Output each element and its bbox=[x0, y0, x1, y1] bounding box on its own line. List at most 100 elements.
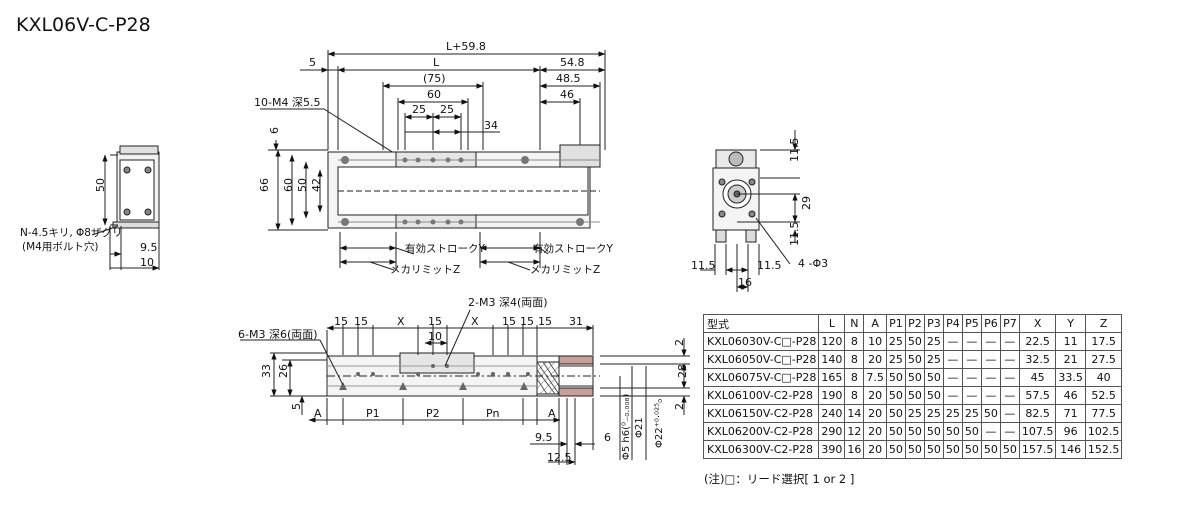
table-cell: — bbox=[942, 386, 963, 405]
dim-side-42: 42 bbox=[310, 178, 323, 192]
table-header-cell: X bbox=[1018, 314, 1057, 333]
table-cell: 140 bbox=[818, 350, 846, 369]
table-cell: 46 bbox=[1055, 386, 1086, 405]
table-cell: 25 bbox=[904, 404, 925, 423]
left-end-view bbox=[91, 145, 160, 271]
dim-bot-2b: 2 bbox=[673, 403, 686, 410]
dim-right-11-5-br: 11.5 bbox=[757, 259, 782, 272]
table-cell: KXL06030V-C□-P28 bbox=[702, 332, 820, 351]
table-cell: 107.5 bbox=[1018, 422, 1057, 441]
table-cell: 25 bbox=[923, 332, 944, 351]
table-cell: KXL06150V-C2-P28 bbox=[702, 404, 820, 423]
table-cell: 40 bbox=[1084, 368, 1123, 387]
table-cell: — bbox=[980, 386, 1001, 405]
table-cell: 8 bbox=[844, 368, 865, 387]
dim-top-60: 60 bbox=[427, 88, 441, 101]
dim-top-48-5: 48.5 bbox=[556, 72, 581, 85]
table-cell: 20 bbox=[863, 386, 887, 405]
table-cell: 20 bbox=[863, 404, 887, 423]
dim-top-5: 5 bbox=[309, 56, 316, 69]
bot-m3-callout: 6-M3 深6(両面) bbox=[238, 328, 318, 341]
dim-top-L: L bbox=[433, 56, 440, 69]
dim-bot-phi21: Φ21 bbox=[634, 417, 645, 438]
table-cell: 50 bbox=[961, 422, 982, 441]
dim-bot-31: 31 bbox=[569, 315, 583, 328]
table-cell: 50 bbox=[980, 440, 1001, 459]
table-header-cell: Y bbox=[1055, 314, 1086, 333]
dim-side-60: 60 bbox=[282, 178, 295, 192]
table-cell: 102.5 bbox=[1084, 422, 1123, 441]
dim-bot-15b: 15 bbox=[354, 315, 368, 328]
dim-bot-5: 5 bbox=[290, 403, 303, 410]
table-header-cell: P7 bbox=[999, 314, 1020, 333]
dim-bot-X2: X bbox=[471, 315, 479, 328]
page-title: KXL06V-C-P28 bbox=[16, 14, 151, 36]
table-cell: — bbox=[961, 332, 982, 351]
dim-bot-9-5: 9.5 bbox=[535, 431, 553, 444]
top-view bbox=[260, 50, 606, 271]
stroke-y-right: 有効ストロークY bbox=[533, 242, 613, 255]
table-cell: 21 bbox=[1055, 350, 1086, 369]
table-cell: — bbox=[999, 350, 1020, 369]
table-cell: 50 bbox=[904, 422, 925, 441]
dim-bot-P1: P1 bbox=[366, 407, 380, 420]
table-cell: 57.5 bbox=[1018, 386, 1057, 405]
dim-side-66: 66 bbox=[258, 178, 271, 192]
table-cell: 290 bbox=[818, 422, 846, 441]
table-cell: 8 bbox=[844, 332, 865, 351]
dim-right-16: 16 bbox=[738, 276, 752, 289]
table-cell: 25 bbox=[923, 350, 944, 369]
table-cell: 50 bbox=[923, 386, 944, 405]
dim-top-34: 34 bbox=[484, 119, 498, 132]
dim-bot-2a: 2 bbox=[673, 339, 686, 346]
dim-bot-A2: A bbox=[548, 407, 556, 420]
table-cell: 20 bbox=[863, 422, 887, 441]
table-cell: 7.5 bbox=[863, 368, 887, 387]
table-cell: — bbox=[980, 350, 1001, 369]
table-cell: 50 bbox=[999, 440, 1020, 459]
table-cell: 50 bbox=[904, 332, 925, 351]
table-cell: — bbox=[942, 350, 963, 369]
dim-bot-15c: 15 bbox=[428, 315, 442, 328]
table-cell: — bbox=[980, 422, 1001, 441]
table-cell: 50 bbox=[923, 422, 944, 441]
dim-bot-26: 26 bbox=[277, 364, 290, 378]
table-cell: 20 bbox=[863, 440, 887, 459]
table-cell: — bbox=[942, 332, 963, 351]
table-cell: 96 bbox=[1055, 422, 1086, 441]
dim-right-11-5-top: 11.5 bbox=[788, 138, 801, 163]
table-cell: — bbox=[999, 422, 1020, 441]
table-header-cell: A bbox=[863, 314, 887, 333]
dim-bot-phi22: Φ22⁺⁰·⁰²⁵₀ bbox=[654, 399, 665, 448]
dim-top-25a: 25 bbox=[412, 103, 426, 116]
bottom-view bbox=[240, 309, 690, 465]
right-end-view bbox=[700, 130, 800, 292]
mech-z-right: メカリミットZ bbox=[530, 264, 600, 276]
table-cell: 32.5 bbox=[1018, 350, 1057, 369]
table-cell: 50 bbox=[942, 422, 963, 441]
dim-bot-15f: 15 bbox=[538, 315, 552, 328]
dim-bot-phi5: Φ5 h6(⁰₋₀.₀₀₈) bbox=[621, 393, 632, 460]
table-cell: — bbox=[961, 350, 982, 369]
table-cell: 16 bbox=[844, 440, 865, 459]
table-header-cell: P4 bbox=[942, 314, 963, 333]
table-cell: 50 bbox=[885, 404, 906, 423]
dim-bot-12-5: 12.5 bbox=[547, 451, 572, 464]
dim-left-9-5: 9.5 bbox=[140, 241, 158, 254]
table-cell: 27.5 bbox=[1084, 350, 1123, 369]
dim-bot-33: 33 bbox=[260, 364, 273, 378]
table-cell: 50 bbox=[904, 440, 925, 459]
table-cell: 50 bbox=[885, 386, 906, 405]
dim-bot-15d: 15 bbox=[502, 315, 516, 328]
table-cell: 50 bbox=[942, 440, 963, 459]
mech-z-left: メカリミットZ bbox=[390, 264, 460, 276]
table-cell: 50 bbox=[904, 350, 925, 369]
table-cell: 50 bbox=[923, 440, 944, 459]
tap-callout: 10-M4 深5.5 bbox=[254, 96, 320, 109]
